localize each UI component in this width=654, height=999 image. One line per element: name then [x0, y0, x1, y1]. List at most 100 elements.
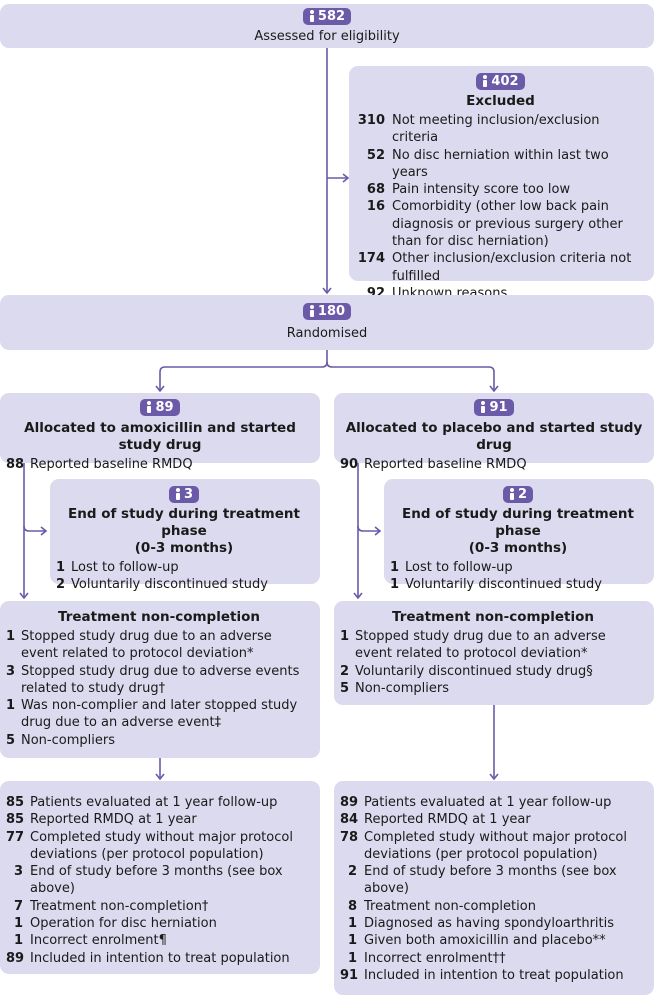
item-text: Stopped study drug due to an adverse eve… — [355, 629, 606, 662]
right-endstudy-box: 2 End of study during treatment phase (0… — [384, 479, 654, 592]
left-endstudy-subtitle: (0-3 months) — [134, 540, 234, 556]
item-text: Other inclusion/exclusion criteria not f… — [392, 251, 632, 284]
item-text: Reported baseline RMDQ — [364, 457, 527, 472]
left-noncompl-title: Treatment non-completion — [58, 609, 260, 625]
item-count: 88 — [6, 457, 25, 472]
item-count: 85 — [6, 812, 25, 828]
assessed-label: Assessed for eligibility — [254, 29, 400, 44]
item-count: 89 — [340, 795, 359, 810]
list-item: 89 Included in intention to treat populat… — [6, 950, 312, 967]
right-alloc-title: Allocated to placebo and started study d… — [345, 420, 643, 453]
right-alloc-box: 91 Allocated to placebo and started stud… — [334, 393, 654, 472]
list-item: 1 Given both amoxicillin and placebo** — [340, 932, 646, 949]
list-item: 90 Reported baseline RMDQ — [340, 456, 648, 473]
item-count: 52 — [366, 147, 385, 163]
item-count: 3 — [13, 864, 23, 880]
item-text: Treatment non-completion — [364, 898, 536, 914]
item-count: 90 — [340, 457, 359, 472]
item-count: 77 — [6, 829, 25, 845]
item-text: End of study before 3 months (see box ab… — [30, 864, 283, 897]
item-count: 1 — [6, 629, 16, 644]
person-icon — [480, 401, 486, 413]
item-text: Comorbidity (other low back pain diagnos… — [392, 199, 623, 250]
item-text: Lost to follow-up — [405, 560, 513, 575]
item-text: Stopped study drug due to an adverse eve… — [21, 629, 272, 662]
list-item: 52 No disc herniation within last two yea… — [355, 147, 646, 182]
item-count: 89 — [6, 950, 25, 966]
item-count: 78 — [340, 829, 359, 845]
list-item: 1 Lost to follow-up — [390, 559, 646, 576]
excluded-title: Excluded — [466, 93, 535, 109]
left-followup-list: 85 Patients evaluated at 1 year follow-up… — [6, 794, 312, 967]
item-text: Diagnosed as having spondyloarthritis — [364, 916, 615, 932]
item-count: 1 — [347, 916, 357, 932]
item-text: Patients evaluated at 1 year follow-up — [364, 795, 612, 810]
right-noncompl-box: Treatment non-completion 1 Stopped study … — [334, 601, 654, 705]
right-noncompl-title: Treatment non-completion — [392, 609, 594, 625]
person-icon — [309, 305, 315, 317]
list-item: 174 Other inclusion/exclusion criteria no… — [355, 250, 646, 285]
left-alloc-list: 88 Reported baseline RMDQ — [6, 456, 314, 473]
item-text: Reported RMDQ at 1 year — [364, 812, 531, 828]
count-badge: 180 — [302, 302, 352, 320]
count-badge: 402 — [476, 72, 525, 90]
item-count: 1 — [13, 933, 23, 949]
item-count: 91 — [340, 967, 359, 983]
item-count: 174 — [357, 251, 385, 267]
list-item: 91 Included in intention to treat populat… — [340, 967, 646, 984]
item-text: Operation for disc herniation — [30, 916, 217, 932]
item-count: 1 — [347, 933, 357, 949]
item-text: Lost to follow-up — [71, 560, 179, 575]
item-text: Treatment non-completion† — [30, 898, 209, 914]
person-icon — [309, 10, 315, 22]
item-text: No disc herniation within last two years — [392, 147, 609, 180]
left-followup-box: 85 Patients evaluated at 1 year follow-up… — [0, 781, 320, 974]
arrow-right-to-endstudy — [357, 525, 382, 536]
item-count: 1 — [390, 560, 400, 575]
item-count: 7 — [13, 898, 23, 914]
item-text: Completed study without major protocol d… — [364, 829, 627, 862]
list-item: 78 Completed study without major protocol… — [340, 829, 646, 864]
arrow-left-to-endstudy — [23, 525, 48, 536]
right-followup-list: 89 Patients evaluated at 1 year follow-up… — [340, 794, 646, 984]
item-count: 85 — [6, 795, 25, 810]
right-alloc-list: 90 Reported baseline RMDQ — [340, 456, 648, 473]
list-item: 89 Patients evaluated at 1 year follow-up — [340, 794, 646, 811]
item-text: Included in intention to treat populatio… — [30, 950, 290, 966]
randomised-label: Randomised — [286, 326, 368, 341]
count-badge: 3 — [168, 485, 200, 503]
item-count: 3 — [6, 663, 16, 679]
left-noncompl-list: 1 Stopped study drug due to an adverse ev… — [6, 628, 312, 749]
arrow-randomised-to-left — [155, 350, 328, 393]
item-count: 2 — [347, 864, 357, 880]
item-count: 8 — [347, 898, 357, 914]
item-text: Reported baseline RMDQ — [30, 457, 193, 472]
item-count: 84 — [340, 812, 359, 828]
item-text: Pain intensity score too low — [392, 182, 571, 198]
item-count: 5 — [6, 732, 16, 748]
randomised-box: 180 Randomised — [0, 295, 654, 350]
item-text: Patients evaluated at 1 year follow-up — [30, 795, 278, 810]
item-text: Non-compliers — [355, 680, 449, 696]
assessed-box: 582 Assessed for eligibility — [0, 4, 654, 48]
item-text: Included in intention to treat populatio… — [364, 967, 624, 983]
item-count: 1 — [340, 629, 350, 644]
left-endstudy-title: End of study during treatment phase — [68, 506, 300, 539]
list-item: 88 Reported baseline RMDQ — [6, 456, 314, 473]
right-endstudy-subtitle: (0-3 months) — [468, 540, 568, 556]
item-text: Given both amoxicillin and placebo** — [364, 933, 606, 949]
